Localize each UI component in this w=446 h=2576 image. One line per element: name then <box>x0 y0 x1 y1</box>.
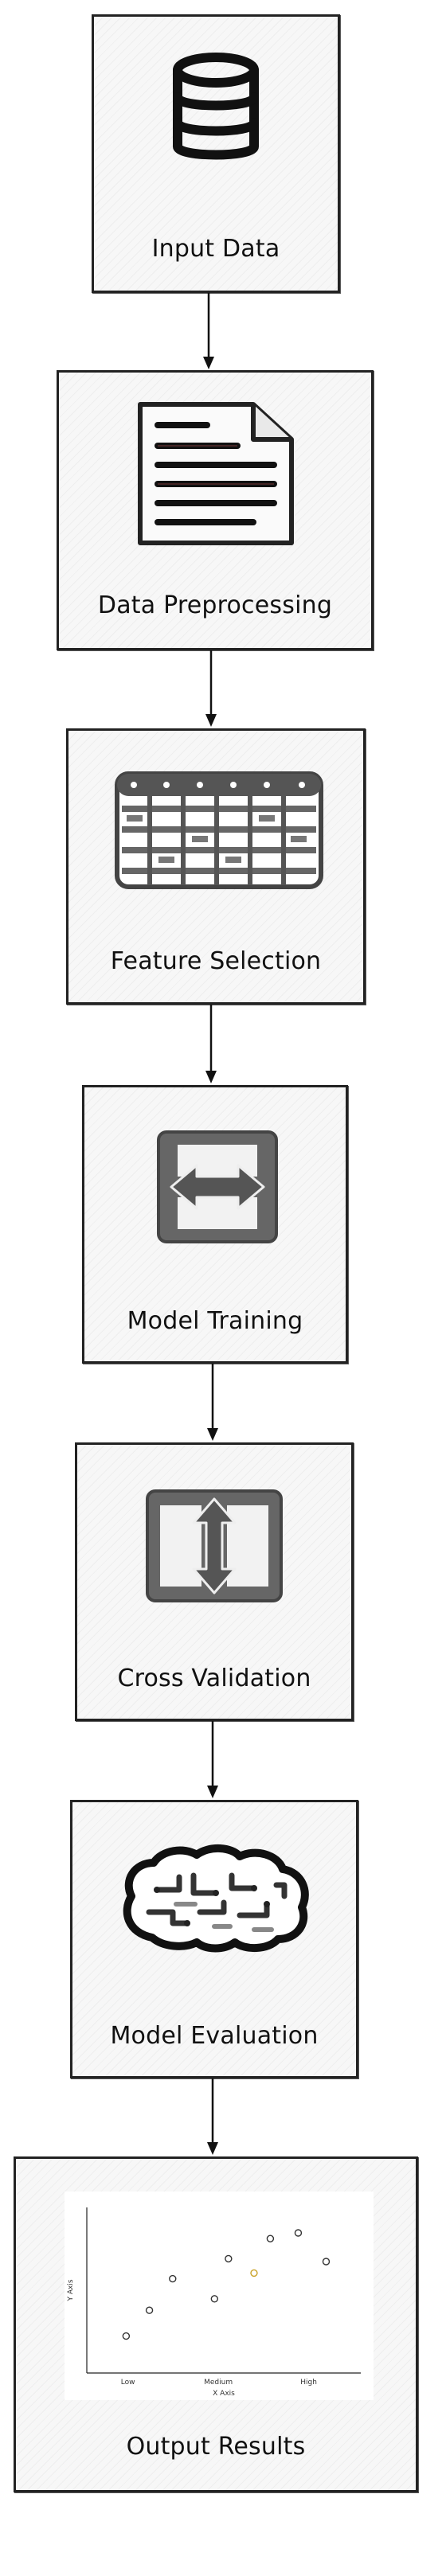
data-point <box>122 2332 131 2340</box>
x-axis-label: X Axis <box>213 2390 235 2398</box>
y-axis-label: Y Axis <box>67 2279 75 2301</box>
step-label: Model Training <box>127 1307 303 1335</box>
step-model-evaluation: Model Evaluation <box>70 1800 358 2078</box>
step-cross-validation: Cross Validation <box>75 1442 354 1721</box>
x-tick-label: Low <box>121 2379 135 2387</box>
arrow-down <box>203 293 214 369</box>
horizontal-arrows-icon <box>157 1130 278 1243</box>
step-label: Feature Selection <box>110 947 322 975</box>
points-layer <box>122 2229 331 2340</box>
step-label: Model Evaluation <box>110 2022 319 2050</box>
data-point <box>322 2258 331 2266</box>
arrow-down <box>205 650 217 727</box>
database-icon <box>173 53 259 160</box>
arrow-down <box>207 1364 218 1441</box>
document-icon <box>138 402 294 545</box>
x-tick-label: Medium <box>204 2379 233 2387</box>
data-point <box>294 2229 303 2237</box>
step-label: Input Data <box>151 235 280 263</box>
step-feature-selection: Feature Selection <box>66 728 366 1005</box>
step-input-data: Input Data <box>92 14 340 293</box>
x-tick-label: High <box>300 2379 317 2387</box>
step-label: Output Results <box>126 2433 306 2461</box>
step-label: Cross Validation <box>117 1665 311 1692</box>
data-point <box>169 2274 177 2283</box>
arrow-down <box>205 1005 217 1083</box>
data-point <box>210 2295 219 2303</box>
data-point <box>225 2254 233 2263</box>
arrow-down <box>207 2078 218 2155</box>
brain-icon <box>123 1844 309 1953</box>
table-grid-icon <box>115 771 323 889</box>
ticks-layer: Low Medium High <box>121 2379 317 2387</box>
scatter-chart: Low Medium High X Axis Y Axis <box>65 2192 374 2400</box>
arrow-down <box>207 1721 218 1798</box>
step-model-training: Model Training <box>82 1085 348 1364</box>
vertical-arrows-icon <box>146 1489 283 1602</box>
data-point <box>266 2234 275 2242</box>
step-output-results: Low Medium High X Axis Y Axis Output Resul… <box>14 2156 418 2492</box>
scatter-chart-icon: Low Medium High X Axis Y Axis <box>67 2207 361 2398</box>
data-point <box>250 2269 258 2277</box>
data-point <box>145 2306 154 2314</box>
step-data-preprocessing: Data Preprocessing <box>57 370 374 650</box>
step-label: Data Preprocessing <box>97 591 333 619</box>
